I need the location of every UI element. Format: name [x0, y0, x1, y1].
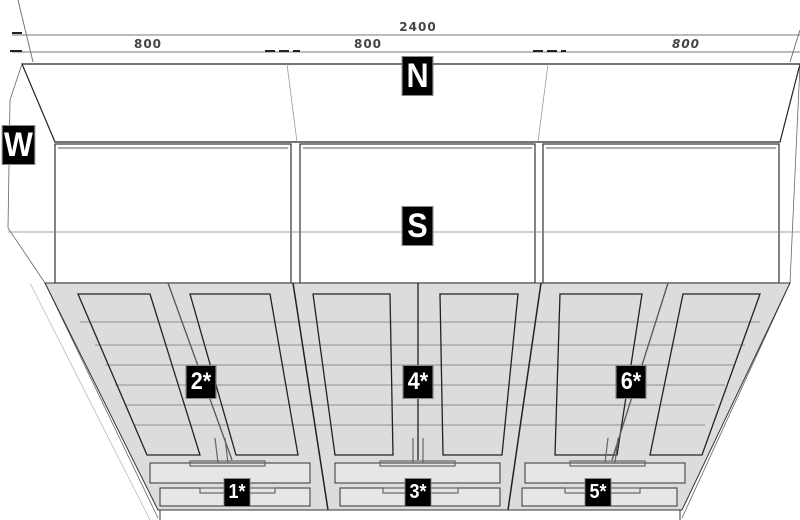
module-label-3: 3*	[404, 478, 432, 507]
north-label: N	[401, 56, 434, 96]
dimension-total: 2400	[399, 20, 436, 34]
module-label-5: 5*	[584, 478, 612, 507]
top-panel	[21, 63, 800, 143]
south-label: S	[401, 206, 434, 246]
dimension-middle: 800	[354, 37, 382, 51]
module-label-2: 2*	[185, 365, 217, 399]
upper-compartments	[54, 143, 780, 284]
plinth	[159, 509, 681, 520]
dimension-left: 800	[134, 37, 162, 51]
west-label: W	[1, 125, 36, 165]
module-label-6: 6*	[615, 365, 647, 399]
module-label-1: 1*	[223, 478, 251, 507]
dimension-right: 800	[672, 37, 700, 51]
dimension-lines	[10, 0, 800, 63]
module-label-4: 4*	[402, 365, 434, 399]
